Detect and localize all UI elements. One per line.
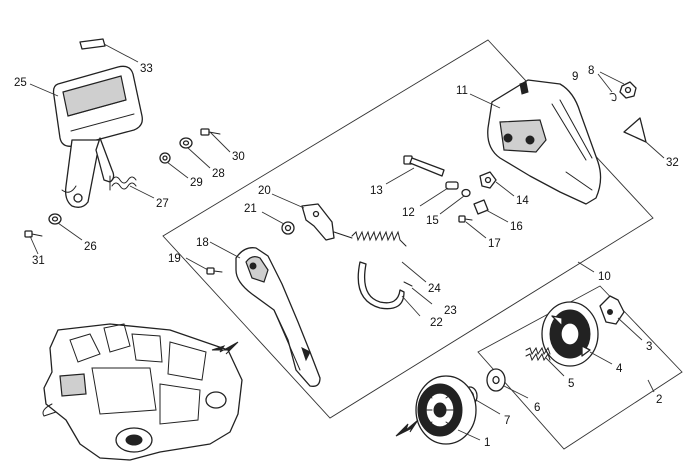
callout-2: 2 <box>656 394 662 406</box>
part-31-screw <box>24 230 43 238</box>
part-6-washer <box>486 368 506 392</box>
callout-17: 17 <box>488 238 501 250</box>
callout-27: 27 <box>156 198 169 210</box>
part-9-clip <box>609 93 617 102</box>
part-23-pin <box>403 281 413 287</box>
callout-7: 7 <box>504 415 510 427</box>
callout-11: 11 <box>456 85 468 97</box>
part-3-clutch-plate <box>599 295 625 325</box>
callout-25: 25 <box>14 77 27 89</box>
callout-4: 4 <box>616 363 623 375</box>
callout-8: 8 <box>588 65 594 77</box>
callout-15: 15 <box>426 215 439 227</box>
part-13-adjusting-screw <box>403 155 445 177</box>
callout-23: 23 <box>444 305 457 317</box>
part-18-brake-lever <box>235 247 321 387</box>
callout-14: 14 <box>516 195 529 207</box>
part-5-clutch-spring <box>525 346 551 362</box>
part-4-clutch <box>541 301 599 367</box>
part-21-collar <box>281 221 295 235</box>
callout-5: 5 <box>568 378 574 390</box>
callout-1: 1 <box>484 437 490 449</box>
clutch-assembly-frame <box>477 285 683 450</box>
callout-22: 22 <box>430 317 443 329</box>
part-14-nut <box>479 171 497 189</box>
part-24-spring <box>351 230 407 247</box>
callout-3: 3 <box>646 341 652 353</box>
callout-12: 12 <box>402 207 415 219</box>
part-29-collar <box>159 152 171 164</box>
callout-24: 24 <box>428 283 441 295</box>
part-19-screw <box>206 267 223 275</box>
callout-16: 16 <box>510 221 523 233</box>
part-17-screw <box>458 215 473 223</box>
callout-29: 29 <box>190 177 203 189</box>
part-12-adjuster <box>445 181 459 190</box>
part-28-washer <box>179 137 193 149</box>
sprocket-cover-assembly-frame <box>162 39 654 419</box>
callout-20: 20 <box>258 185 271 197</box>
part-32-plate <box>623 117 647 143</box>
callout-31: 31 <box>32 255 45 267</box>
callout-21: 21 <box>244 203 257 215</box>
callout-28: 28 <box>212 168 225 180</box>
part-1-sprocket <box>415 375 477 445</box>
callout-19: 19 <box>168 253 181 265</box>
part-22-brake-band <box>357 261 405 310</box>
callout-13: 13 <box>370 185 383 197</box>
callout-18: 18 <box>196 237 209 249</box>
part-11-sprocket-cover <box>487 79 602 205</box>
mounting-arrow-crankcase <box>211 341 239 355</box>
callout-26: 26 <box>84 241 97 253</box>
crankcase <box>42 323 243 461</box>
callout-6: 6 <box>534 402 540 414</box>
part-26-collar <box>48 213 62 225</box>
part-8-nut <box>619 81 637 99</box>
part-27-spring <box>109 175 137 191</box>
part-16-plate <box>473 199 489 215</box>
part-20-brake-lever <box>301 203 353 241</box>
callout-32: 32 <box>666 157 679 169</box>
callout-33: 33 <box>140 63 153 75</box>
mounting-arrow-sprocket <box>395 419 419 437</box>
callout-30: 30 <box>232 151 245 163</box>
part-25-hand-guard <box>52 65 143 208</box>
callout-10: 10 <box>598 271 611 283</box>
part-33-label <box>79 38 106 50</box>
callout-9: 9 <box>572 71 578 83</box>
part-15-nut <box>461 188 471 198</box>
